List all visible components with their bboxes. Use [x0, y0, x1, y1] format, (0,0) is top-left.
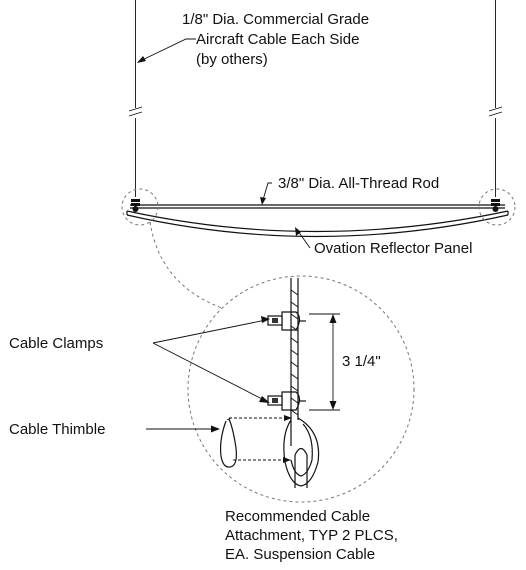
- cable-label-leader: [137, 38, 196, 63]
- rod-label-arrowhead: [260, 197, 266, 205]
- clamp-arrowhead-lower: [259, 396, 270, 403]
- right-detail-callout-circle: [478, 188, 516, 226]
- clamp-leader-lower: [152, 342, 267, 402]
- caption-line1: Recommended Cable: [225, 508, 370, 525]
- enlarged-detail-circle: [187, 275, 415, 503]
- dimension-label: 3 1/4": [342, 353, 381, 370]
- right-end-hardware: [491, 199, 500, 212]
- upper-cable-clamp: [267, 311, 306, 331]
- cable-label-arrowhead: [137, 56, 146, 63]
- thimble-label: Cable Thimble: [9, 421, 105, 438]
- thimble-label-arrowhead: [211, 425, 220, 433]
- thimble-dashed-leaders: [229, 415, 292, 463]
- left-suspension-cable: [128, 0, 143, 197]
- detail-cable: [290, 278, 299, 446]
- left-end-hardware: [131, 199, 140, 212]
- cable-label-line3: (by others): [196, 51, 268, 68]
- dimension-line: [309, 313, 340, 411]
- rod-label: 3/8" Dia. All-Thread Rod: [278, 175, 439, 192]
- cable-label-line2: Aircraft Cable Each Side: [196, 31, 359, 48]
- panel-label: Ovation Reflector Panel: [314, 240, 472, 257]
- rod-label-leader: [262, 182, 272, 201]
- cable-label-line1: 1/8" Dia. Commercial Grade: [182, 11, 369, 28]
- caption-line2: Attachment, TYP 2 PLCS,: [225, 527, 398, 544]
- detail-thimble-and-hook: [294, 447, 308, 488]
- detail-leader-arc: [149, 221, 223, 309]
- lower-cable-clamp: [267, 391, 306, 411]
- clamp-arrowhead-upper: [261, 316, 270, 323]
- clamp-leader-upper: [152, 319, 267, 344]
- panel-label-arrowhead: [295, 227, 301, 236]
- clamps-label: Cable Clamps: [9, 335, 103, 352]
- right-suspension-cable: [488, 0, 503, 197]
- reflector-panel: [126, 210, 509, 238]
- all-thread-rod: [130, 204, 505, 209]
- caption-line3: EA. Suspension Cable: [225, 546, 375, 563]
- panel-label-leader: [297, 230, 311, 249]
- detail-cable-loop: [283, 417, 320, 487]
- left-detail-callout-circle: [121, 188, 159, 226]
